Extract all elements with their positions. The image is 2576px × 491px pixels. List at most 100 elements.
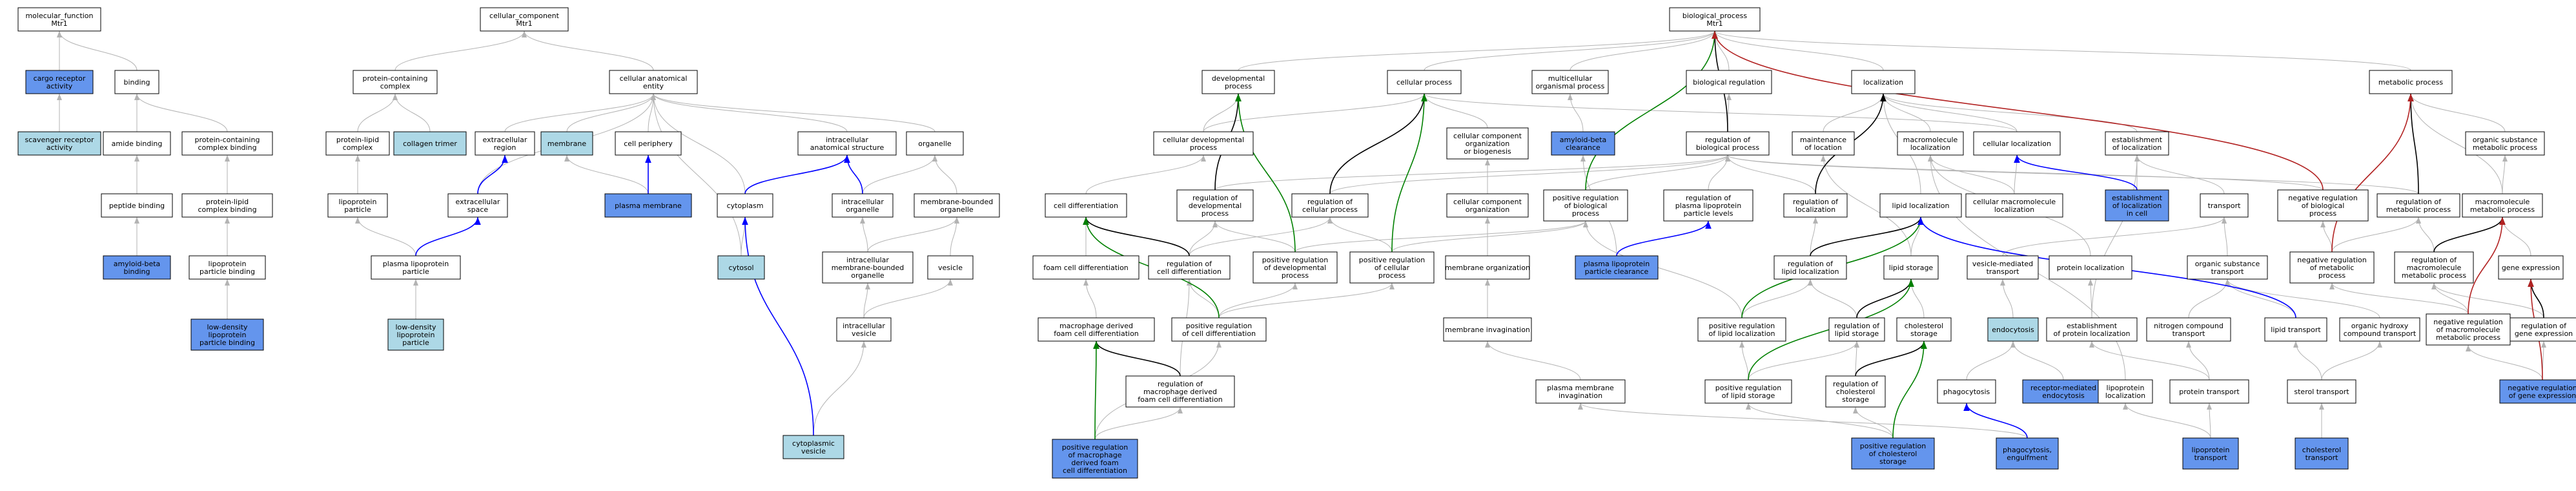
go-term-node-amide[interactable]: amide binding xyxy=(103,131,171,156)
go-term-node-loc[interactable]: localization xyxy=(1851,70,1916,94)
go-term-node-endo[interactable]: endocytosis xyxy=(1987,317,2039,342)
go-term-node-phago[interactable]: phagocytosis xyxy=(1937,379,1996,404)
go-term-node-membrane[interactable]: membrane xyxy=(540,131,593,156)
go-term-node-cl[interactable]: cellular localization xyxy=(1973,131,2061,156)
go-term-node-ge[interactable]: gene expression xyxy=(2498,255,2564,280)
go-term-node-mo[interactable]: membrane organization xyxy=(1445,255,1530,280)
go-term-node-lt[interactable]: lipid transport xyxy=(2264,317,2327,342)
go-term-node-peptide[interactable]: peptide binding xyxy=(101,193,173,218)
go-term-node-cytosol[interactable]: cytosol xyxy=(717,255,765,280)
go-term-node-cellproc[interactable]: cellular process xyxy=(1387,70,1462,94)
go-term-node-celldiff[interactable]: cell differentiation xyxy=(1045,193,1127,218)
go-term-node-metab[interactable]: metabolic process xyxy=(2369,70,2453,94)
go-term-node-ploc[interactable]: protein localization xyxy=(2049,255,2132,280)
go-term-node-fcd[interactable]: foam cell differentiation xyxy=(1032,255,1140,280)
go-term-node-mi[interactable]: membrane invagination xyxy=(1443,317,1532,342)
go-term-node-collagen[interactable]: collagen trimer xyxy=(393,131,467,156)
go-term-node-pe[interactable]: phagocytosis,engulfment xyxy=(1996,437,2059,470)
go-term-node-ls[interactable]: lipid storage xyxy=(1883,255,1939,280)
go-term-node-st[interactable]: sterol transport xyxy=(2287,379,2356,404)
go-term-node-vesicle[interactable]: vesicle xyxy=(927,255,974,280)
go-term-node-organelle[interactable]: organelle xyxy=(906,131,964,156)
go-term-node-lipidloc[interactable]: lipid localization xyxy=(1879,193,1962,218)
go-term-node-cellper[interactable]: cell periphery xyxy=(615,131,682,156)
go-term-node-binding[interactable]: binding xyxy=(114,70,159,94)
go-term-node-transport[interactable]: transport xyxy=(2200,193,2249,218)
go-term-node-biolreg[interactable]: biological regulation xyxy=(1686,70,1772,94)
go-term-node-pt[interactable]: protein transport xyxy=(2169,379,2249,404)
go-term-node-pm[interactable]: plasma membrane xyxy=(604,193,692,218)
